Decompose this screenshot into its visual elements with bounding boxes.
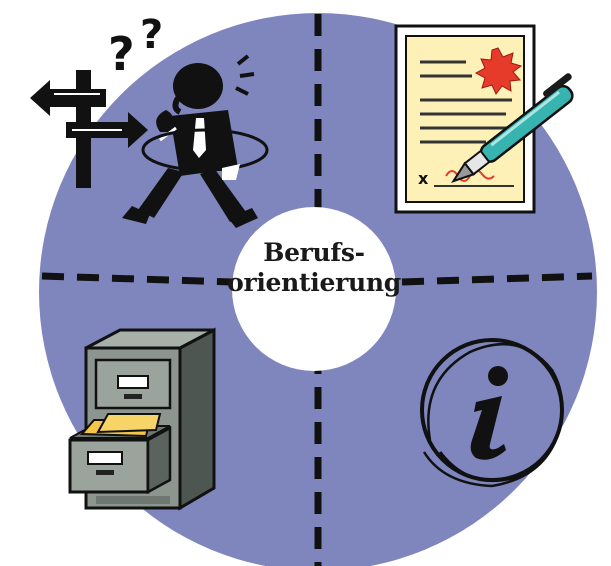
information-icon [420, 338, 564, 488]
confused-walker-signpost-icon: ? ? [30, 12, 269, 228]
center-label-line2: orientierung [227, 268, 401, 297]
filing-cabinet-icon [68, 327, 216, 511]
svg-text:?: ? [108, 27, 135, 81]
center-label: Berufs- orientierung [226, 238, 402, 298]
seal-icon [474, 47, 523, 95]
svg-text:?: ? [140, 12, 163, 58]
divider-horizontal-left [41, 272, 233, 286]
center-label-line1: Berufs- [263, 238, 365, 267]
svg-text:x: x [418, 169, 429, 188]
divider-horizontal-right [401, 272, 593, 286]
center-circle [232, 207, 396, 371]
quadrant-dividers [41, 14, 593, 566]
signed-certificate-pen-icon: x [394, 24, 574, 214]
